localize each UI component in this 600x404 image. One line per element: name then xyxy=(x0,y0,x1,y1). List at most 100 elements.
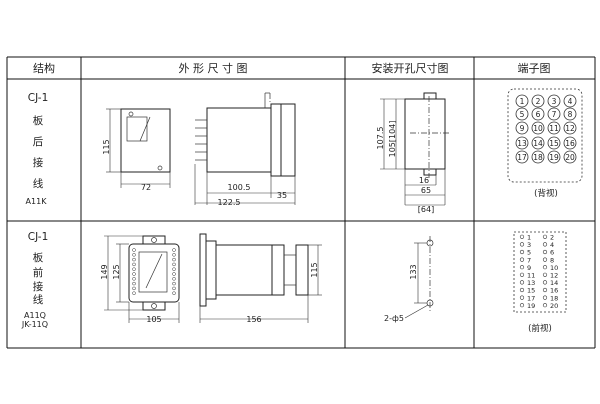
row2-window-glare xyxy=(145,253,163,289)
terminal-dot xyxy=(542,265,548,270)
row1-terminal-frame xyxy=(507,88,583,183)
row1-front-plate xyxy=(120,108,171,173)
row1-desc-2: 接 xyxy=(33,156,44,169)
row2-model: CJ-1 xyxy=(28,231,49,243)
terminal-dot xyxy=(542,303,548,308)
terminal-number: 7 xyxy=(527,256,531,264)
terminal-number: 6 xyxy=(536,110,541,119)
row1-view-label: (背视) xyxy=(534,188,558,199)
row1-desc-3: 线 xyxy=(33,177,44,190)
row2-front-body xyxy=(128,243,180,303)
terminal-number: 10 xyxy=(533,124,543,133)
terminal-number: 3 xyxy=(552,97,557,106)
row1-cut-height-alt: 105[104] xyxy=(388,121,397,158)
terminal-circle xyxy=(515,107,529,121)
strip-terminal xyxy=(132,281,136,286)
table-grid xyxy=(6,56,596,349)
terminal-number: 8 xyxy=(550,256,554,264)
row2-dim-front-width: 105 xyxy=(146,315,161,324)
terminal-dot xyxy=(542,249,548,255)
terminal-dot xyxy=(519,257,525,262)
terminal-circle xyxy=(531,136,545,150)
row2-side-rear-end xyxy=(295,244,309,296)
terminal-number: 7 xyxy=(552,110,557,119)
header-structure: 结构 xyxy=(33,61,55,75)
terminal-circle xyxy=(515,150,529,164)
row1-cut-height: 107.5 xyxy=(376,127,385,150)
strip-terminal xyxy=(172,262,176,267)
strip-terminal xyxy=(132,262,136,267)
terminal-number: 8 xyxy=(568,110,573,119)
strip-terminal xyxy=(132,291,136,295)
strip-terminal xyxy=(172,257,176,262)
terminal-dot xyxy=(542,272,548,277)
row1-dim-height: 115 xyxy=(102,139,111,154)
terminal-dot xyxy=(519,287,525,293)
terminal-number: 11 xyxy=(549,124,559,133)
terminal-number: 12 xyxy=(550,272,558,280)
terminal-number: 2 xyxy=(536,97,541,106)
row1-cutout-drawing: 107.5 105[104] 16 65 [64] xyxy=(376,92,450,214)
terminal-circle xyxy=(531,94,545,108)
terminal-number: 1 xyxy=(527,234,531,242)
terminal-circle xyxy=(531,121,545,135)
header-terminal: 端子图 xyxy=(518,62,551,75)
row1-cut-w3: [64] xyxy=(418,205,434,214)
terminal-number: 4 xyxy=(550,241,554,249)
terminal-number: 15 xyxy=(549,139,559,148)
terminal-dot xyxy=(542,280,548,285)
terminal-circle xyxy=(547,107,561,121)
row2-dim-height-outer: 149 xyxy=(100,264,109,279)
terminal-number: 20 xyxy=(565,153,575,162)
terminal-number: 9 xyxy=(520,124,525,133)
terminal-number: 5 xyxy=(520,110,525,119)
terminal-circle xyxy=(563,136,577,150)
terminal-circle xyxy=(547,150,561,164)
row1-window-glare xyxy=(139,116,151,142)
row2-front-tab-bottom xyxy=(142,302,166,311)
row2-terminal-strip-left xyxy=(132,248,136,295)
row2-outline-drawing: 149 125 105 156 115 xyxy=(100,233,322,324)
terminal-number: 17 xyxy=(527,294,535,302)
terminal-dot xyxy=(542,287,548,293)
terminal-number: 15 xyxy=(527,287,535,295)
strip-terminal xyxy=(172,277,176,281)
row1-dim-rear: 35 xyxy=(277,191,287,200)
terminal-circle xyxy=(531,107,545,121)
terminal-dot xyxy=(519,234,525,239)
row2-desc-3: 线 xyxy=(33,293,44,306)
terminal-number: 19 xyxy=(527,302,535,310)
terminal-dot xyxy=(542,242,548,247)
terminal-dot xyxy=(542,295,548,300)
strip-terminal xyxy=(132,253,136,257)
row2-code-0: A11Q xyxy=(24,311,46,320)
row2-side-bezel xyxy=(205,240,217,300)
terminal-circle xyxy=(515,121,529,135)
row1-structure: CJ-1 板 后 接 线 A11K xyxy=(26,92,49,206)
strip-terminal xyxy=(132,277,136,281)
terminal-circle xyxy=(563,94,577,108)
row2-front-window xyxy=(138,251,168,293)
strip-terminal xyxy=(172,291,176,295)
terminal-number: 9 xyxy=(527,264,531,272)
terminal-number: 18 xyxy=(550,294,558,302)
terminal-number: 14 xyxy=(550,279,558,287)
row1-screw-hole xyxy=(128,111,134,117)
terminal-dot xyxy=(542,234,548,239)
row2-code-1: JK-11Q xyxy=(21,320,48,329)
terminal-dot xyxy=(519,265,525,270)
terminal-circle xyxy=(563,107,577,121)
terminal-number: 3 xyxy=(527,241,531,249)
row2-side-body xyxy=(215,244,273,296)
strip-terminal xyxy=(132,267,136,271)
terminal-number: 17 xyxy=(517,153,527,162)
terminal-number: 5 xyxy=(527,249,531,257)
strip-terminal xyxy=(172,253,176,257)
row1-cutout-tab-top xyxy=(423,92,437,100)
terminal-dot xyxy=(542,257,548,262)
strip-terminal xyxy=(132,257,136,262)
terminal-number: 10 xyxy=(550,264,558,272)
terminal-number: 13 xyxy=(517,139,527,148)
